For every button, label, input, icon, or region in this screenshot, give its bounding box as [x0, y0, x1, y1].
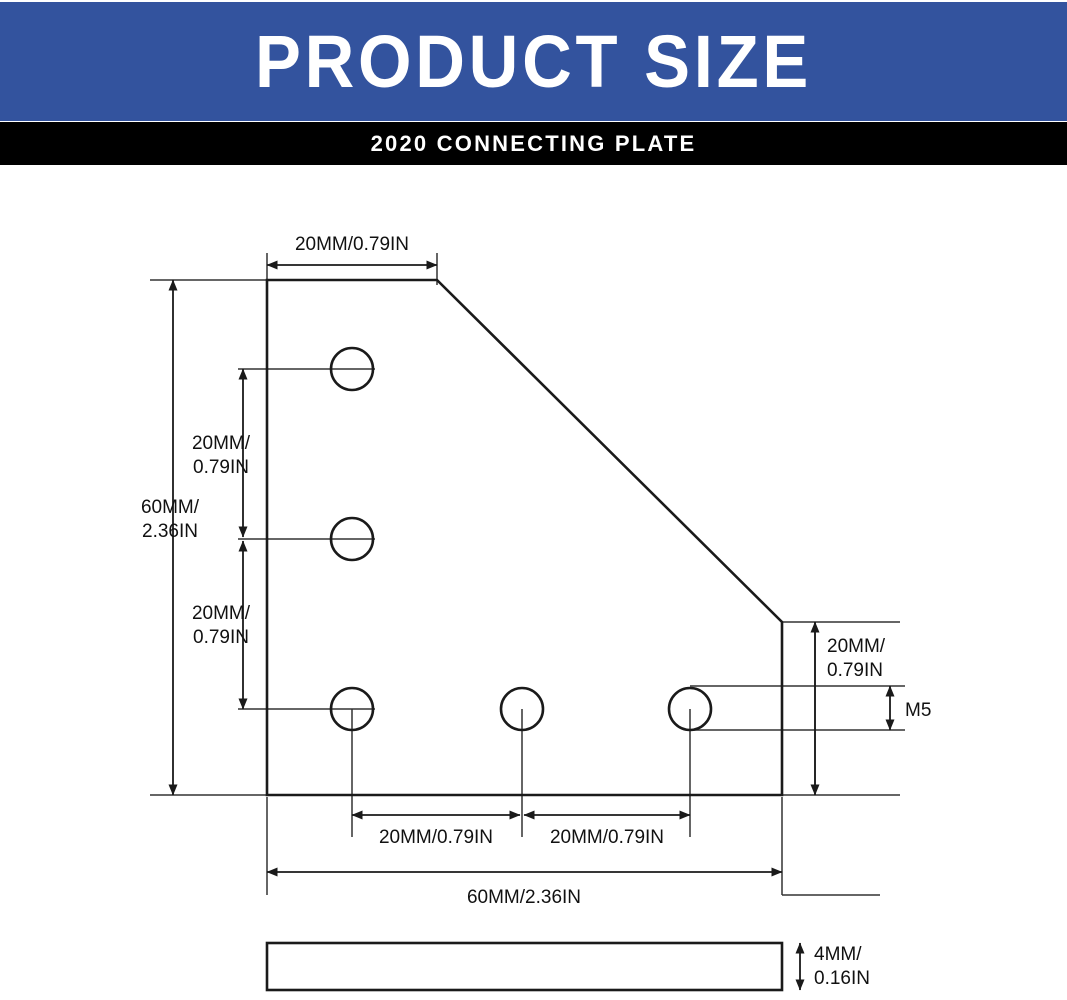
dim-right-height-label-line1: 20MM/	[827, 636, 886, 657]
drawing-svg: 20MM/0.79IN 60MM/ 2.36IN 20MM/ 0.79IN 20…	[141, 234, 931, 992]
dim-top-width: 20MM/0.79IN	[266, 234, 438, 270]
dim-left-overall-label-line2: 2.36IN	[142, 521, 198, 542]
hole-bottom-center	[499, 686, 545, 732]
dim-bottom-pitch-right: 20MM/0.79IN	[523, 810, 691, 848]
hole-mid-left	[329, 516, 375, 562]
dim-left-pitch-upper-label-line1: 20MM/	[192, 433, 251, 454]
thickness-side-view: 4MM/ 0.16IN	[265, 941, 870, 992]
dim-bottom-pitch-left: 20MM/0.79IN	[351, 810, 521, 848]
thickness-bar	[265, 941, 784, 992]
hole-bottom-left	[329, 686, 375, 732]
banner-blue: PRODUCT SIZE	[0, 2, 1067, 121]
hole-top-left	[329, 346, 375, 392]
technical-drawing: 20MM/0.79IN 60MM/ 2.36IN 20MM/ 0.79IN 20…	[0, 165, 1067, 1000]
dim-thread-m5: M5	[885, 685, 931, 731]
dim-left-pitch-upper-label-line2: 0.79IN	[193, 457, 249, 478]
dim-left-overall-label-line1: 60MM/	[141, 497, 200, 518]
dim-right-height: 20MM/ 0.79IN	[810, 621, 886, 796]
hole-group	[329, 346, 713, 732]
dim-left-pitch-lower: 20MM/ 0.79IN	[192, 540, 251, 710]
dim-left-pitch-upper: 20MM/ 0.79IN	[192, 368, 251, 538]
dim-bottom-pitch-left-label: 20MM/0.79IN	[379, 827, 493, 848]
dim-left-overall: 60MM/ 2.36IN	[141, 279, 200, 796]
page-subtitle: 2020 CONNECTING PLATE	[370, 130, 697, 156]
dim-bottom-pitch-right-label: 20MM/0.79IN	[550, 827, 664, 848]
extension-lines	[150, 253, 905, 896]
page-title: PRODUCT SIZE	[254, 19, 812, 103]
dim-top-width-label: 20MM/0.79IN	[295, 234, 409, 255]
dim-right-height-label-line2: 0.79IN	[827, 660, 883, 681]
dim-left-pitch-lower-label-line1: 20MM/	[192, 603, 251, 624]
dim-bottom-overall: 60MM/2.36IN	[266, 867, 783, 908]
dim-left-pitch-lower-label-line2: 0.79IN	[193, 627, 249, 648]
dim-thread-m5-label: M5	[905, 700, 931, 721]
plate-outline	[265, 278, 784, 797]
hole-bottom-right	[667, 686, 713, 732]
dim-bottom-overall-label: 60MM/2.36IN	[467, 887, 581, 908]
dim-thickness-label-line2: 0.16IN	[814, 968, 870, 989]
banner-black: 2020 CONNECTING PLATE	[0, 122, 1067, 165]
dim-thickness-label-line1: 4MM/	[814, 944, 862, 965]
